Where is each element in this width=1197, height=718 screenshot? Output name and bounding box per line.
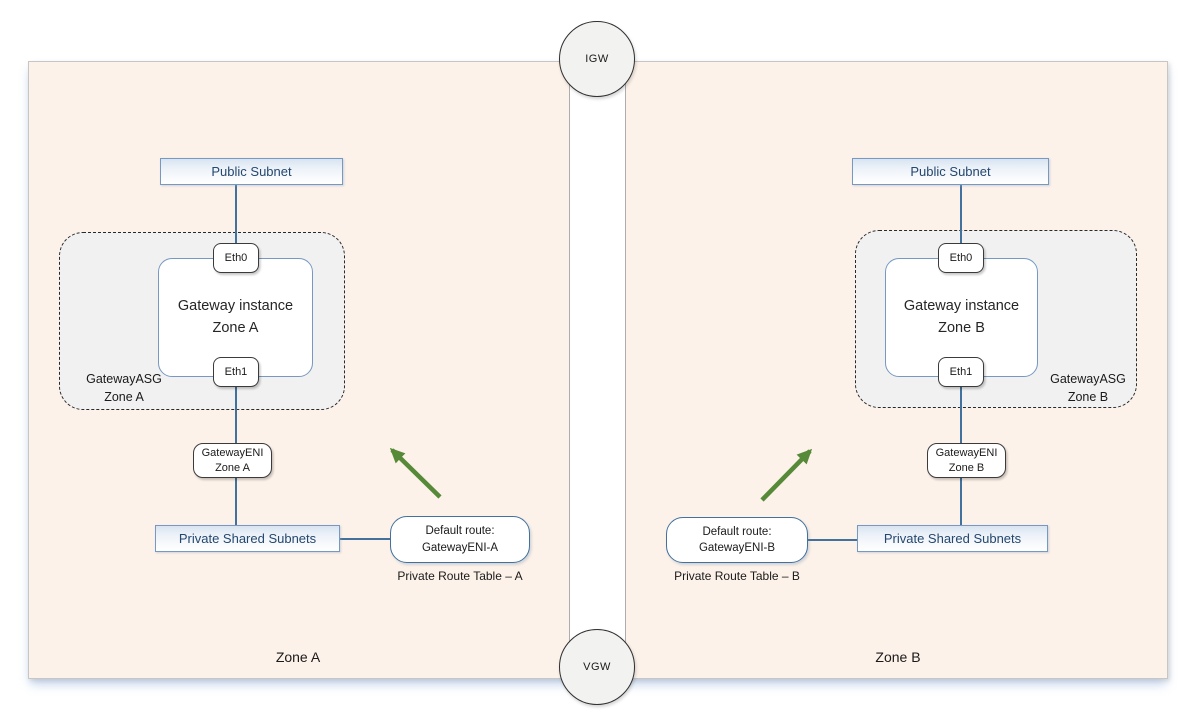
public-subnet-b: Public Subnet (852, 158, 1049, 185)
connector-public-subnet-eth0-a (235, 185, 237, 243)
gateway-eni-node-b: GatewayENI Zone B (927, 443, 1006, 478)
vgw-node: VGW (559, 629, 635, 705)
zone-label-a: Zone A (275, 649, 321, 665)
route-table-label-b: Private Route Table – B (674, 569, 800, 583)
gateway-asg-label-b: GatewayASG Zone B (1050, 372, 1126, 405)
connector-eni-private-subnets-b (960, 478, 962, 525)
private-shared-subnets-b-label: Private Shared Subnets (883, 531, 1022, 546)
eth1-port-a: Eth1 (213, 357, 259, 387)
igw-label: IGW (585, 53, 609, 65)
center-band (569, 61, 626, 679)
connector-eni-private-subnets-a (235, 478, 237, 525)
eth0-port-a: Eth0 (213, 243, 259, 273)
eth0-port-b: Eth0 (938, 243, 984, 273)
gateway-asg-label-a: GatewayASG Zone A (86, 372, 162, 405)
default-route-node-b: Default route: GatewayENI-B (666, 517, 808, 563)
private-shared-subnets-a-label: Private Shared Subnets (178, 531, 317, 546)
private-shared-subnets-b: Private Shared Subnets (857, 525, 1048, 552)
zone-label-b: Zone B (875, 649, 921, 665)
public-subnet-b-label: Public Subnet (910, 164, 991, 179)
connector-subnets-route-a (340, 538, 390, 540)
public-subnet-a-label: Public Subnet (211, 164, 292, 179)
gateway-eni-node-a: GatewayENI Zone A (193, 443, 272, 478)
connector-eth1-eni-b (960, 387, 962, 443)
default-route-node-a: Default route: GatewayENI-A (390, 516, 530, 563)
vgw-label: VGW (583, 661, 611, 673)
igw-node: IGW (559, 21, 635, 97)
route-table-label-a: Private Route Table – A (397, 569, 523, 583)
eth1-port-b: Eth1 (938, 357, 984, 387)
private-shared-subnets-a: Private Shared Subnets (155, 525, 340, 552)
connector-subnets-route-b (808, 539, 857, 541)
connector-eth1-eni-a (235, 387, 237, 443)
public-subnet-a: Public Subnet (160, 158, 343, 185)
connector-public-subnet-eth0-b (960, 185, 962, 243)
